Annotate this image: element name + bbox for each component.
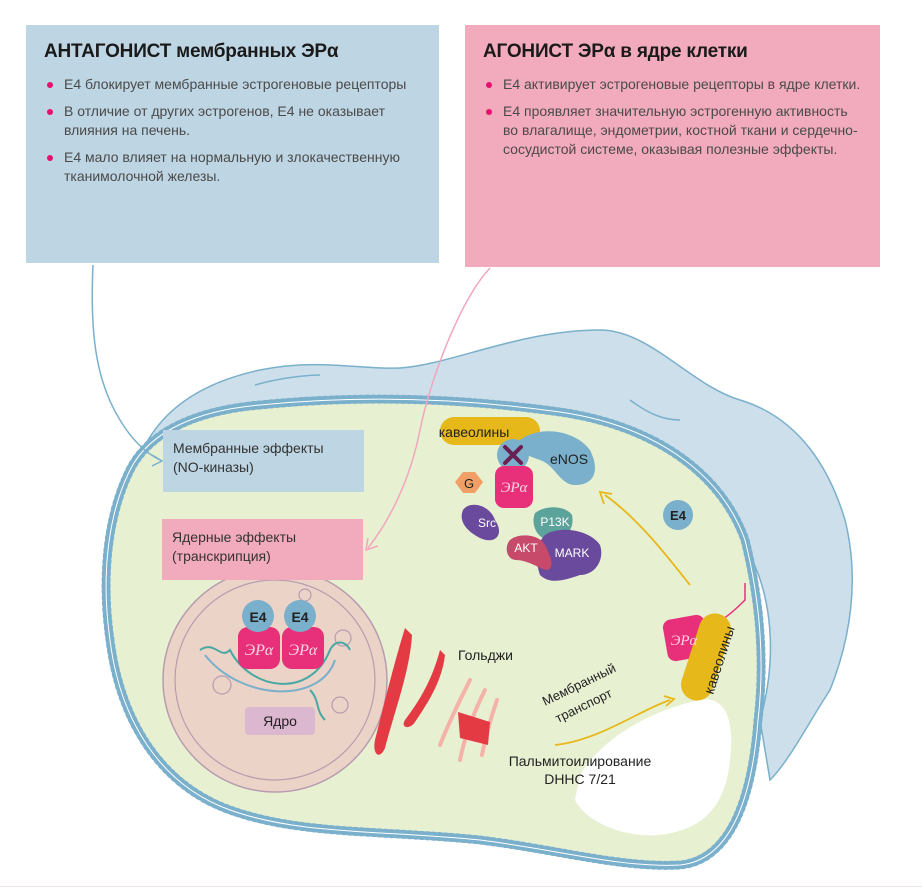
agonist-title: АГОНИСТ ЭРα в ядре клетки bbox=[483, 41, 748, 62]
enos-label: eNOS bbox=[550, 451, 588, 467]
era-label: ЭРα bbox=[289, 642, 318, 659]
g-protein-label: G bbox=[464, 476, 474, 491]
mark-label: MARK bbox=[555, 546, 590, 560]
bottom-divider bbox=[0, 886, 922, 887]
pi3k-label: P13K bbox=[540, 515, 569, 529]
era-label: ЭРα bbox=[245, 642, 274, 659]
agonist-bullet-list: Е4 активирует эстрогеновые рецепторы в я… bbox=[483, 75, 862, 159]
agonist-bullet: Е4 проявляет значительную эстрогенную ак… bbox=[483, 102, 862, 159]
free-e4-label: E4 bbox=[670, 508, 687, 523]
vacuole bbox=[575, 699, 732, 836]
antagonist-bullet-list: Е4 блокирует мембранные эстрогеновые рец… bbox=[44, 75, 421, 186]
signaling-complex bbox=[440, 417, 602, 581]
membrane-effects-label: Мембранные эффекты (NO-киназы) bbox=[163, 430, 364, 492]
antagonist-bullet: Е4 мало влияет на нормальную и злокачест… bbox=[44, 148, 421, 186]
membrane-receptor-complex bbox=[662, 583, 746, 701]
antagonist-info-box: АНТАГОНИСТ мембранных ЭРα Е4 блокирует м… bbox=[26, 25, 439, 263]
e4-label: E4 bbox=[291, 609, 308, 625]
antagonist-bullet: В отличие от других эстрогенов, Е4 не ок… bbox=[44, 102, 421, 140]
e4-label: E4 bbox=[249, 609, 266, 625]
era-label: ЭРα bbox=[671, 633, 699, 649]
agonist-connector-arrow bbox=[367, 267, 491, 549]
src-label: Src bbox=[478, 516, 496, 530]
golgi-label: Гольджи bbox=[458, 647, 513, 663]
era-label: ЭРα bbox=[501, 480, 529, 496]
free-e4 bbox=[663, 500, 693, 530]
palmitoylation-label: Пальмитоилирование bbox=[509, 753, 652, 769]
caveolins-label: кавеолины bbox=[439, 424, 510, 440]
agonist-info-box: АГОНИСТ ЭРα в ядре клетки Е4 активирует … bbox=[465, 25, 880, 267]
akt-label: AKT bbox=[514, 541, 538, 555]
nucleus-label: Ядро bbox=[263, 713, 297, 729]
nuclear-effects-label: Ядерные эффекты (транскрипция) bbox=[162, 519, 363, 580]
antagonist-title: АНТАГОНИСТ мембранных ЭРα bbox=[44, 41, 339, 62]
antagonist-bullet: Е4 блокирует мембранные эстрогеновые рец… bbox=[44, 75, 421, 94]
golgi-apparatus bbox=[374, 628, 499, 762]
agonist-bullet: Е4 активирует эстрогеновые рецепторы в я… bbox=[483, 75, 862, 94]
nucleus bbox=[162, 567, 388, 793]
dhhc-label: DHHC 7/21 bbox=[544, 771, 616, 787]
antagonist-connector-arrow bbox=[91, 264, 161, 461]
